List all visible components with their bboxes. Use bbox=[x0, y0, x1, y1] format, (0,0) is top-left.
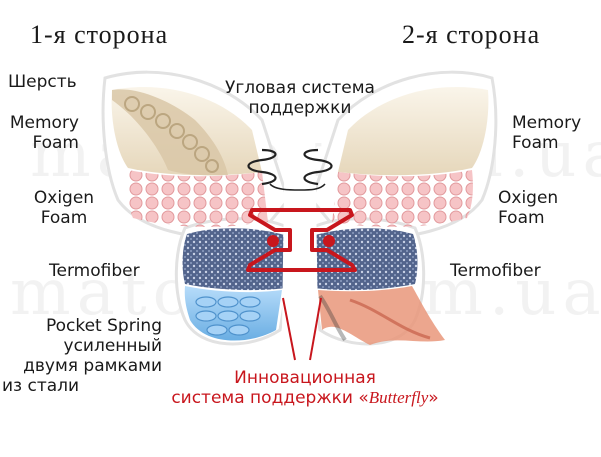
label-termofiber-right: Termofiber bbox=[450, 261, 541, 281]
label-termofiber-left: Termofiber bbox=[49, 261, 140, 281]
label-wool: Шерсть bbox=[8, 72, 77, 92]
butterfly-frame bbox=[246, 208, 357, 272]
label-pocket-spring: Pocket Spring усиленный двумя рамками из… bbox=[0, 316, 162, 396]
label-line: Foam bbox=[40, 208, 88, 228]
label-line: Foam bbox=[32, 133, 79, 153]
label-corner-support: Угловая система поддержки bbox=[200, 78, 400, 118]
label-line: Memory bbox=[512, 113, 582, 133]
side-2-title: 2-я сторона bbox=[402, 20, 541, 49]
label-line: из стали bbox=[2, 376, 80, 396]
label-line: Foam bbox=[498, 208, 545, 228]
label-memory-foam-right: Memory Foam bbox=[512, 113, 581, 153]
label-line: усиленный bbox=[63, 336, 162, 356]
side-1-title: 1-я сторона bbox=[30, 20, 169, 49]
label-part: » bbox=[428, 388, 439, 408]
label-line: Oxigen bbox=[33, 188, 95, 208]
label-line: Инновационная bbox=[234, 368, 376, 388]
label-line: двумя рамками bbox=[23, 356, 162, 376]
butterfly-brand: Butterfly bbox=[368, 388, 429, 407]
label-line: Foam bbox=[512, 133, 559, 153]
pointer-lines bbox=[282, 297, 322, 361]
label-line: система поддержки «Butterfly» bbox=[140, 388, 470, 408]
label-line: Угловая система bbox=[225, 78, 375, 98]
label-line: Oxigen bbox=[498, 188, 559, 208]
label-memory-foam-left: Memory Foam bbox=[0, 113, 79, 153]
label-oxigen-foam-left: Oxigen Foam bbox=[14, 188, 114, 228]
label-line: Pocket Spring bbox=[45, 316, 162, 336]
label-oxigen-foam-right: Oxigen Foam bbox=[498, 188, 558, 228]
label-innovation: Инновационная система поддержки «Butterf… bbox=[140, 368, 470, 408]
corner-spring-left bbox=[247, 148, 277, 186]
corner-spring-right bbox=[303, 148, 333, 186]
label-line: поддержки bbox=[248, 98, 352, 118]
label-part: система поддержки « bbox=[171, 388, 369, 408]
label-line: Memory bbox=[9, 113, 79, 133]
